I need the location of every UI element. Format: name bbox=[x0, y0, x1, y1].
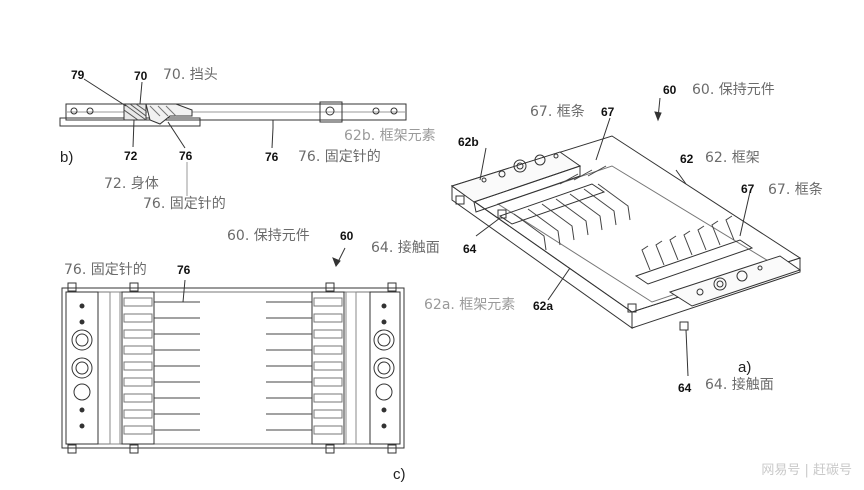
ref-76-pin: 76 bbox=[265, 150, 279, 164]
ref-62b: 62b bbox=[458, 135, 479, 149]
label-holding-element-c: 60. 保持元件 bbox=[227, 228, 310, 244]
ref-60-a: 60 bbox=[663, 83, 677, 97]
ref-64-bottom: 64 bbox=[678, 381, 692, 395]
label-contact-surface-bottom: 64. 接触面 bbox=[705, 377, 774, 393]
perspective-view-drawing bbox=[452, 98, 800, 376]
label-frame: 62. 框架 bbox=[705, 150, 760, 166]
label-fixing-pin-lower: 76. 固定针的 bbox=[143, 196, 226, 212]
ref-67-right: 67 bbox=[741, 182, 755, 196]
ref-60-c: 60 bbox=[340, 229, 354, 243]
label-fixing-pin-c: 76. 固定针的 bbox=[64, 262, 147, 278]
label-frame-element-62a: 62a. 框架元素 bbox=[424, 297, 516, 313]
figure-label-a: a) bbox=[738, 359, 752, 376]
ref-79: 79 bbox=[71, 68, 85, 82]
ref-72: 72 bbox=[124, 149, 138, 163]
label-frame-bar-top: 67. 框条 bbox=[530, 104, 585, 120]
label-contact-surface-left: 64. 接触面 bbox=[371, 240, 440, 256]
figure-label-b: b) bbox=[60, 149, 74, 166]
ref-76-c: 76 bbox=[177, 263, 191, 277]
ref-67-top: 67 bbox=[601, 105, 615, 119]
side-view-drawing bbox=[60, 79, 406, 196]
label-holding-element-a: 60. 保持元件 bbox=[692, 82, 775, 98]
label-frame-element-62b: 62b. 框架元素 bbox=[344, 128, 436, 144]
ref-64-left: 64 bbox=[463, 242, 477, 256]
ref-70: 70 bbox=[134, 69, 148, 83]
watermark: 网易号 | 赶碳号 bbox=[761, 463, 852, 478]
label-frame-bar-right: 67. 框条 bbox=[768, 182, 823, 198]
ref-76-side: 76 bbox=[179, 149, 193, 163]
figure-label-c: c) bbox=[393, 466, 406, 483]
label-end-stop: 70. 挡头 bbox=[163, 67, 218, 83]
label-fixing-pin-right: 76. 固定针的 bbox=[298, 149, 381, 165]
ref-62a: 62a bbox=[533, 299, 554, 313]
ref-62: 62 bbox=[680, 152, 694, 166]
top-view-drawing bbox=[62, 248, 404, 453]
label-body: 72. 身体 bbox=[104, 176, 159, 192]
